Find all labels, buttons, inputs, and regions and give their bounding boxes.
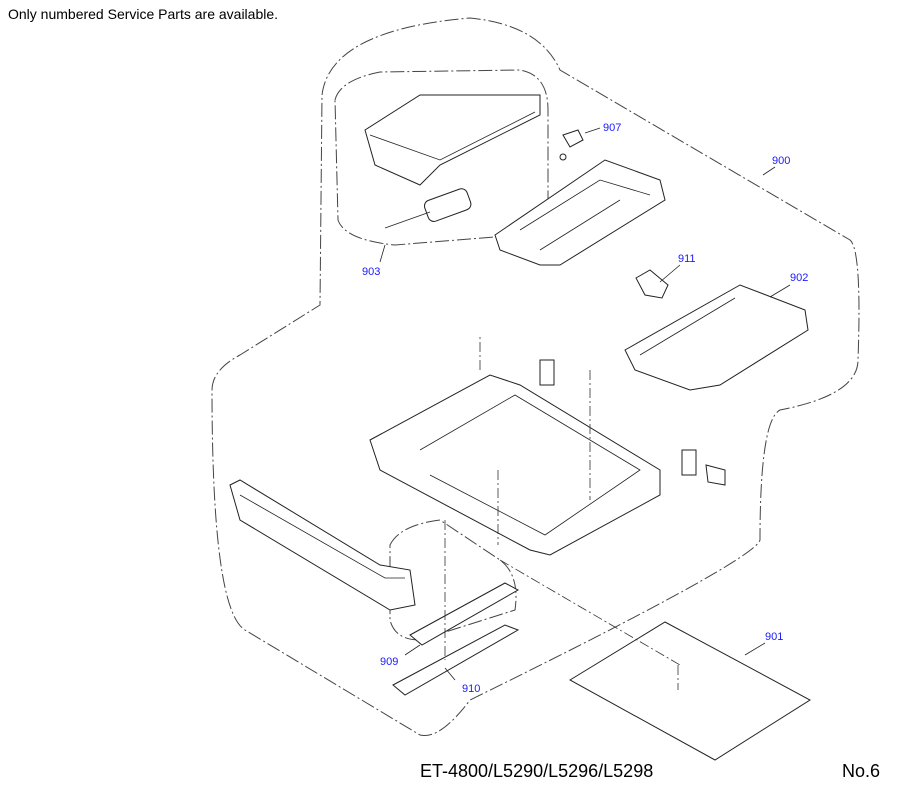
service-parts-note: Only numbered Service Parts are availabl… [8, 6, 279, 22]
model-name: ET-4800/L5290/L5296/L5298 [420, 761, 654, 781]
label-909: 909 [380, 656, 398, 668]
sheet-part-901 [569, 621, 811, 761]
label-900: 900 [772, 155, 790, 167]
paper-cassette-part [369, 374, 661, 556]
label-903: 903 [362, 266, 380, 278]
part-907 [559, 129, 584, 161]
label-911: 911 [678, 253, 696, 265]
page-number: No.6 [842, 761, 881, 781]
side-latch-part [539, 359, 726, 486]
assembly-909-outline [389, 519, 517, 641]
pickup-roller-part [384, 188, 472, 229]
label-907: 907 [603, 122, 621, 134]
connector-line [499, 559, 681, 666]
paper-guide-frame-part [494, 159, 666, 266]
label-901: 901 [765, 631, 783, 643]
assembly-900-outline [211, 17, 860, 737]
part-909 [409, 582, 520, 646]
label-902: 902 [790, 272, 808, 284]
part-910 [392, 624, 520, 696]
part-911 [635, 269, 669, 299]
label-910: 910 [462, 683, 480, 695]
output-tray-part-902 [624, 284, 809, 391]
front-cover-part [229, 479, 416, 611]
upper-cover-part [364, 94, 541, 186]
